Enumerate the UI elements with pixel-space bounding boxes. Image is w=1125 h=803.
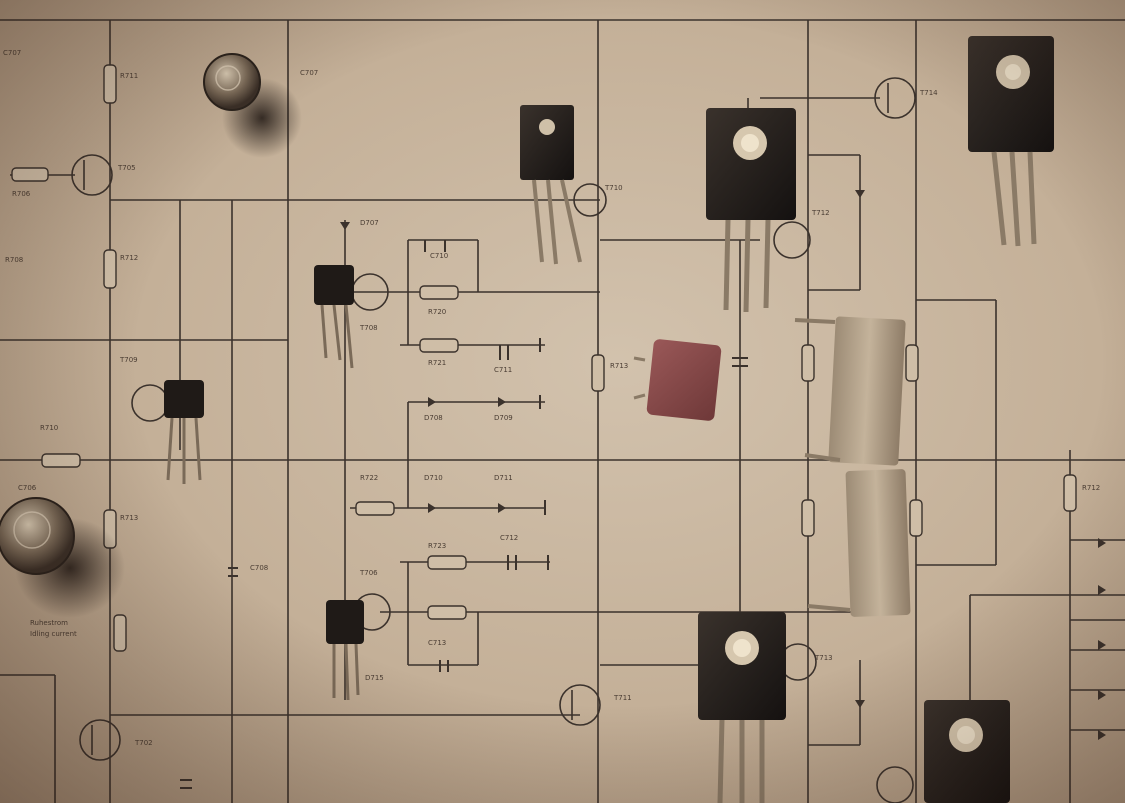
- label-t710: T710: [604, 184, 623, 192]
- label-d710: D710: [424, 474, 443, 482]
- label-r-mid: R713: [610, 362, 628, 370]
- label-r722: R722: [360, 474, 378, 482]
- label-r706: R706: [12, 190, 31, 198]
- small-transistor-t709: [164, 380, 204, 484]
- label-t712: T712: [811, 209, 830, 217]
- label-t705: T705: [117, 164, 136, 172]
- power-transistor-bottom-right: [924, 700, 1010, 803]
- power-transistor-t713: [698, 612, 786, 803]
- power-transistor-t712: [706, 108, 796, 313]
- label-c707: C707: [300, 69, 318, 77]
- film-capacitor-red: [633, 339, 722, 421]
- label-c712: C712: [500, 534, 518, 542]
- label-r711: R711: [120, 72, 138, 80]
- ceramic-power-resistor-lower: [807, 469, 911, 617]
- label-d708: D708: [424, 414, 443, 422]
- small-transistor-t706: [326, 600, 364, 701]
- power-transistor-t714: [968, 36, 1054, 247]
- electrolytic-capacitor-top: [203, 53, 302, 158]
- small-transistor-t708: [314, 265, 354, 369]
- label-r713: R713: [120, 514, 138, 522]
- label-c713: C713: [428, 639, 446, 647]
- label-r721: R721: [428, 359, 446, 367]
- label-d711: D711: [494, 474, 513, 482]
- label-c706: C706: [18, 484, 37, 492]
- label-c711: C711: [494, 366, 512, 374]
- label-d709: D709: [494, 414, 513, 422]
- schematic-diodes: [340, 190, 1106, 740]
- label-d715: D715: [365, 674, 384, 682]
- label-r708: R708: [5, 256, 23, 264]
- power-transistor-t710: [520, 105, 582, 265]
- label-c710: C710: [430, 252, 448, 260]
- label-t708: T708: [359, 324, 378, 332]
- schematic-text-labels: C707 R711 R706 T705 R712 R708 T709 R710 …: [3, 49, 1100, 747]
- schematic-capacitors: [180, 240, 748, 789]
- label-t709: T709: [119, 356, 138, 364]
- label-c708: C708: [250, 564, 268, 572]
- label-d707: D707: [360, 219, 379, 227]
- label-r720: R720: [428, 308, 446, 316]
- label-t706: T706: [359, 569, 378, 577]
- label-r712: R712: [120, 254, 138, 262]
- label-t702: T702: [134, 739, 153, 747]
- label-r723: R723: [428, 542, 446, 550]
- label-t711: T711: [613, 694, 632, 702]
- schematic-resistors: [11, 64, 1077, 652]
- electrolytic-capacitor-left: [0, 497, 125, 618]
- label-r-right: R712: [1082, 484, 1100, 492]
- label-bias-note-2: Idling current: [30, 630, 77, 638]
- label-r710: R710: [40, 424, 58, 432]
- label-t713: T713: [814, 654, 833, 662]
- label-bias-note: Ruhestrom: [30, 619, 68, 627]
- ceramic-power-resistor-upper: [794, 316, 906, 466]
- label-t714: T714: [919, 89, 938, 97]
- label-c: C707: [3, 49, 21, 57]
